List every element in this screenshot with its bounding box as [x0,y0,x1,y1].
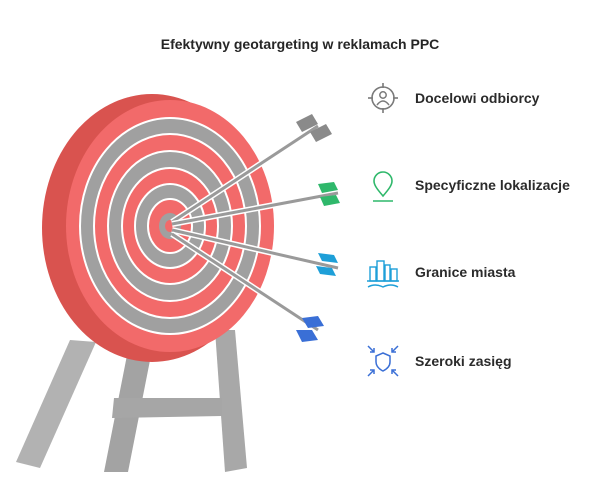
label-specyficzne-lokalizacje: Specyficzne lokalizacje [415,177,570,193]
broad-reach-shield-icon [367,345,399,377]
label-docelowi-odbiorcy: Docelowi odbiorcy [415,90,540,106]
target-stand [16,330,247,472]
location-pin-icon [373,171,393,202]
arrow-blue [171,227,339,276]
arrow-green [171,182,340,227]
target-board [66,100,274,352]
city-skyline-icon [367,260,399,288]
diagram-title: Efektywny geotargeting w reklamach PPC [160,36,440,52]
audience-target-icon [368,83,398,113]
arrow-gray [170,114,332,225]
label-granice-miasta: Granice miasta [415,264,516,280]
arrow-dark-blue [170,231,324,342]
label-szeroki-zasieg: Szeroki zasięg [415,353,512,369]
